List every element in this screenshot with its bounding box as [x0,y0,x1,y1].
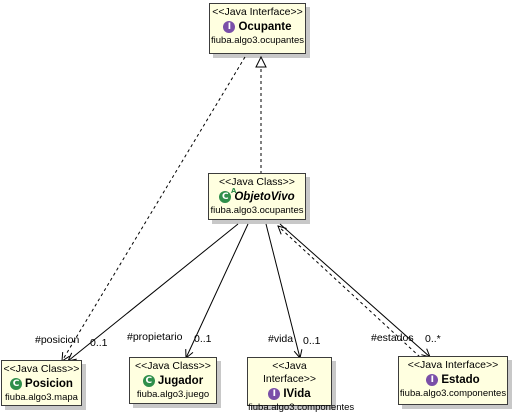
estado-name: Estado [441,374,480,386]
ivida-name: IVida [283,388,311,400]
propietario-role-label: #propietario [127,331,183,343]
interface-icon: I [268,388,281,400]
objetovivo-name: ObjetoVivo [234,191,295,203]
interface-icon: I [223,21,236,33]
association-posicion [68,223,239,361]
jugador-package: fiuba.algo3.juego [136,389,210,400]
posicion-box[interactable]: <<Java Class>> C Posicion fiuba.algo3.ma… [1,360,82,406]
objetovivo-package: fiuba.algo3.ocupantes [210,205,304,216]
ocupante-stereotype: <<Java Interface>> [212,6,303,18]
ocupante-box[interactable]: <<Java Interface>> I Ocupante fiuba.algo… [209,3,306,54]
ivida-box[interactable]: <<Java Interface>> I IVida fiuba.algo3.c… [247,357,354,413]
estados-multiplicity: 0..* [425,333,441,345]
association-propietario [186,223,249,358]
association-estados [279,223,430,357]
dependency-estado-objetovivo [278,226,421,358]
estados-role-label: #estados [371,332,414,344]
class-icon: C [142,375,155,387]
interface-icon: I [426,374,439,386]
posicion-multiplicity: 0..1 [90,337,108,349]
ocupante-name: Ocupante [238,21,292,33]
jugador-name: Jugador [157,375,204,387]
ivida-package: fiuba.algo3.componentes [248,402,355,413]
posicion-package: fiuba.algo3.mapa [5,392,78,403]
dependency-ocupante-posicion [62,56,246,361]
posicion-stereotype: <<Java Class>> [3,363,80,375]
ivida-stereotype: <<Java Interface>> [262,360,317,385]
objetovivo-stereotype: <<Java Class>> [219,176,295,188]
estado-package: fiuba.algo3.componentes [399,388,507,399]
posicion-role-label: #posicion [35,334,80,346]
jugador-stereotype: <<Java Class>> [135,360,211,372]
vida-multiplicity: 0..1 [303,335,321,347]
estado-box[interactable]: <<Java Interface>> I Estado fiuba.algo3.… [398,356,508,405]
propietario-multiplicity: 0..1 [194,333,212,345]
association-vida [265,223,300,358]
posicion-name: Posicion [25,378,73,390]
estado-stereotype: <<Java Interface>> [407,359,499,371]
vida-role-label: #vida [268,333,294,345]
ocupante-package: fiuba.algo3.ocupantes [211,35,304,46]
jugador-box[interactable]: <<Java Class>> C Jugador fiuba.algo3.jue… [129,357,217,404]
class-icon: C [10,378,23,390]
